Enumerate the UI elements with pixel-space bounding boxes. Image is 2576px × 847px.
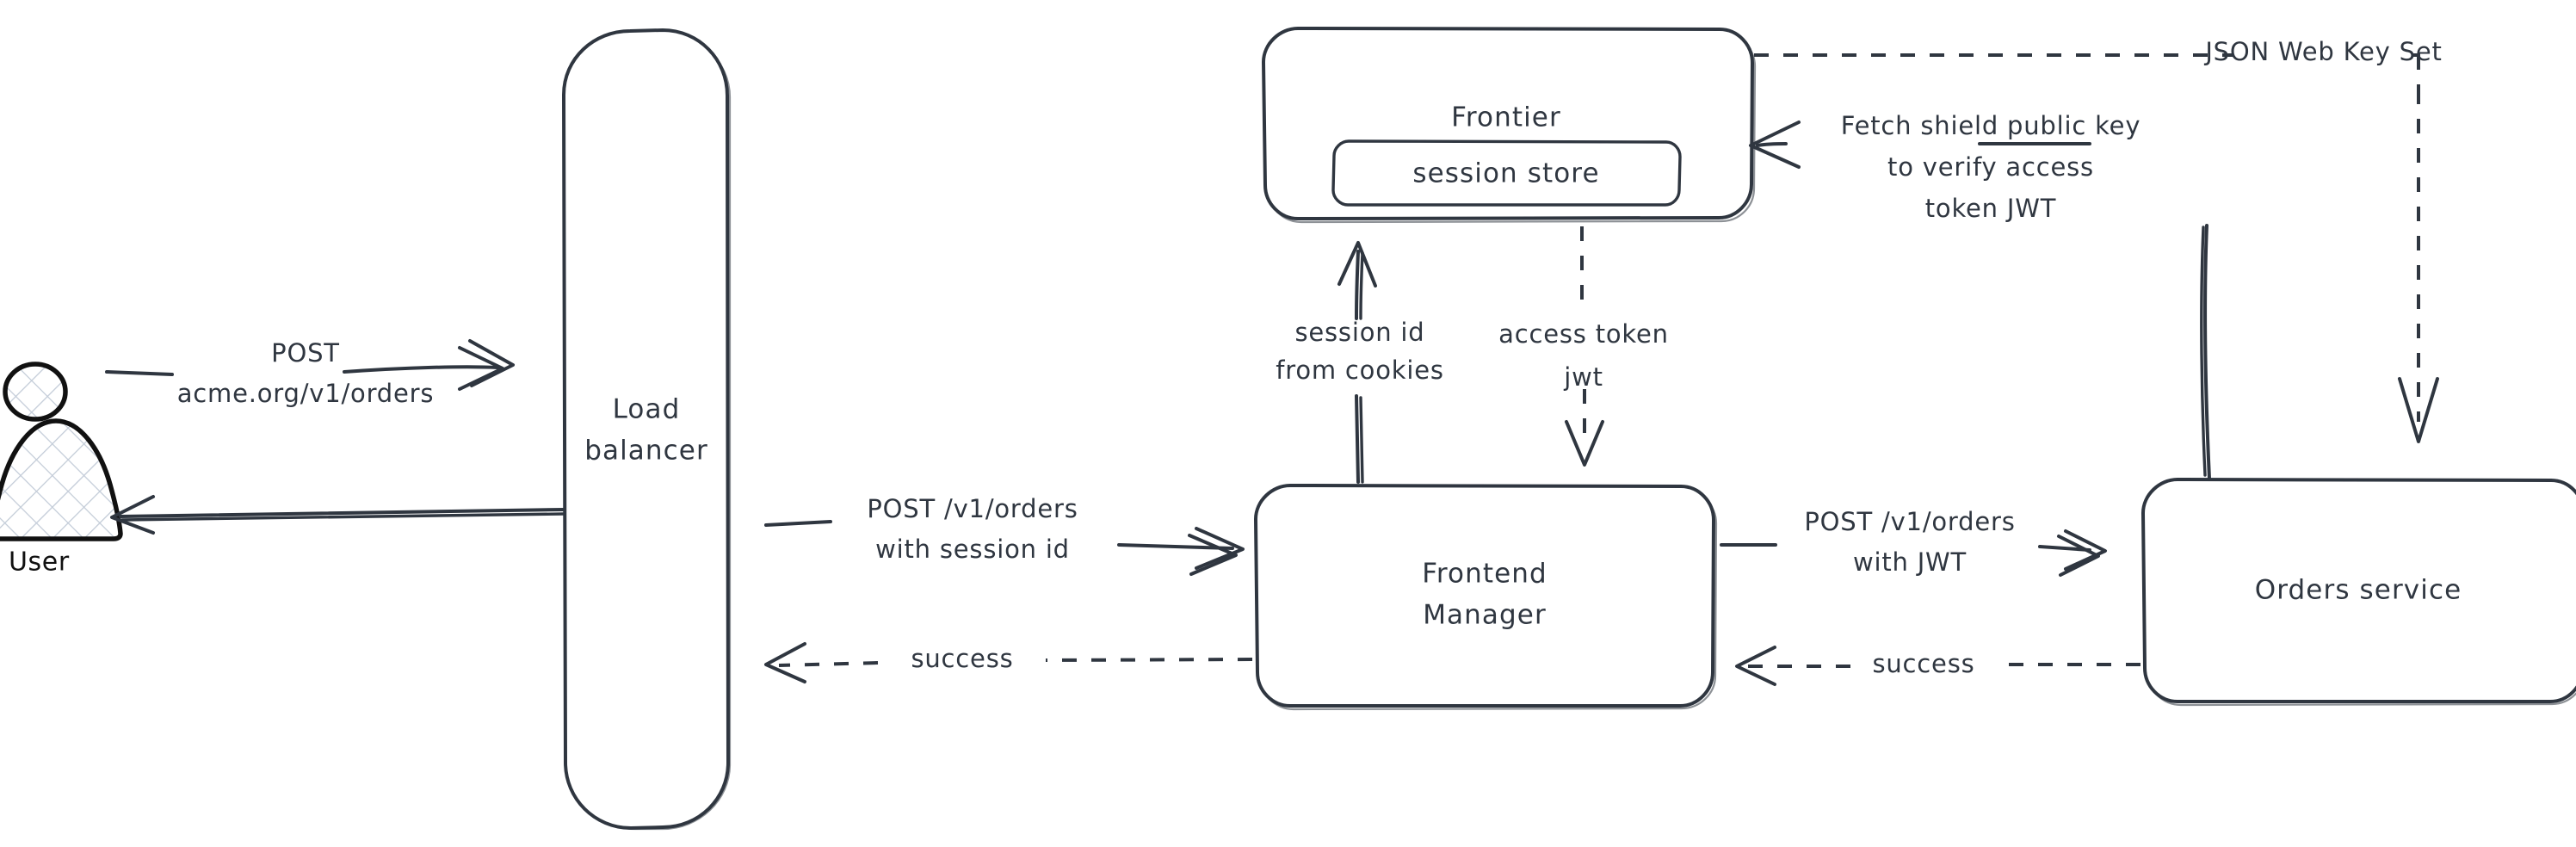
edge-frontier-to-fm-label-line-2: jwt bbox=[1563, 362, 1603, 392]
edge-fm-to-orders: POST /v1/orders with JWT bbox=[1720, 507, 2107, 577]
edge-frontier-to-orders-jwks: JSON Web Key Set bbox=[1754, 37, 2442, 443]
edge-fm-to-lb-success-label: success bbox=[911, 644, 1013, 673]
edge-fm-to-lb-success: success bbox=[764, 642, 1253, 683]
edge-lb-to-user bbox=[110, 495, 565, 535]
edge-lb-to-fm-label-line-2: with session id bbox=[875, 535, 1070, 564]
edge-frontier-to-orders-jwks-label: JSON Web Key Set bbox=[2203, 37, 2442, 66]
edge-user-to-lb-label-line-1: POST bbox=[271, 338, 340, 368]
user-actor-label: User bbox=[9, 547, 70, 578]
orders-service-label: Orders service bbox=[2255, 575, 2462, 606]
session-store-label: session store bbox=[1412, 158, 1599, 189]
edge-lb-to-fm: POST /v1/orders with session id bbox=[764, 494, 1245, 576]
load-balancer-label-line-2: balancer bbox=[584, 436, 708, 467]
edge-user-to-lb: POST acme.org/v1/orders bbox=[105, 338, 515, 408]
person-icon bbox=[0, 362, 123, 541]
node-frontend-manager[interactable]: Frontend Manager bbox=[1254, 484, 1718, 711]
node-session-store[interactable]: session store bbox=[1331, 139, 1682, 207]
edge-orders-to-frontier-label-line-3: token JWT bbox=[1925, 194, 2056, 223]
frontend-manager-label-line-2: Manager bbox=[1423, 600, 1547, 631]
user-actor: User bbox=[0, 362, 123, 578]
edge-user-to-lb-label-line-2: acme.org/v1/orders bbox=[177, 379, 435, 408]
edge-orders-to-fm-success: success bbox=[1735, 646, 2140, 686]
edge-orders-to-frontier: Fetch shield public key to verify access… bbox=[1749, 111, 2211, 480]
node-load-balancer[interactable]: Load balancer bbox=[562, 28, 732, 831]
edge-fm-to-orders-label-line-1: POST /v1/orders bbox=[1804, 507, 2015, 536]
edge-orders-to-frontier-label-line-2: to verify access bbox=[1887, 152, 2094, 182]
edge-frontier-to-fm-label-line-1: access token bbox=[1498, 319, 1669, 349]
edge-orders-to-fm-success-label: success bbox=[1872, 649, 1974, 678]
edge-fm-to-orders-label-line-2: with JWT bbox=[1853, 547, 1967, 577]
edge-lb-to-fm-label-line-1: POST /v1/orders bbox=[867, 494, 1078, 523]
frontier-label: Frontier bbox=[1451, 102, 1561, 133]
edge-frontier-to-fm: access token jwt bbox=[1498, 226, 1669, 467]
node-frontier[interactable]: Frontier session store bbox=[1262, 27, 1757, 224]
node-orders-service[interactable]: Orders service bbox=[2141, 478, 2576, 707]
edge-orders-to-frontier-label-line-1: Fetch shield public key bbox=[1841, 111, 2141, 140]
edge-fm-to-frontier: session id from cookies bbox=[1276, 241, 1444, 484]
edge-fm-to-frontier-label-line-1: session id bbox=[1294, 318, 1424, 347]
edge-fm-to-frontier-label-line-2: from cookies bbox=[1276, 355, 1444, 385]
load-balancer-label-line-1: Load bbox=[613, 394, 681, 425]
frontend-manager-label-line-1: Frontend bbox=[1422, 559, 1547, 590]
